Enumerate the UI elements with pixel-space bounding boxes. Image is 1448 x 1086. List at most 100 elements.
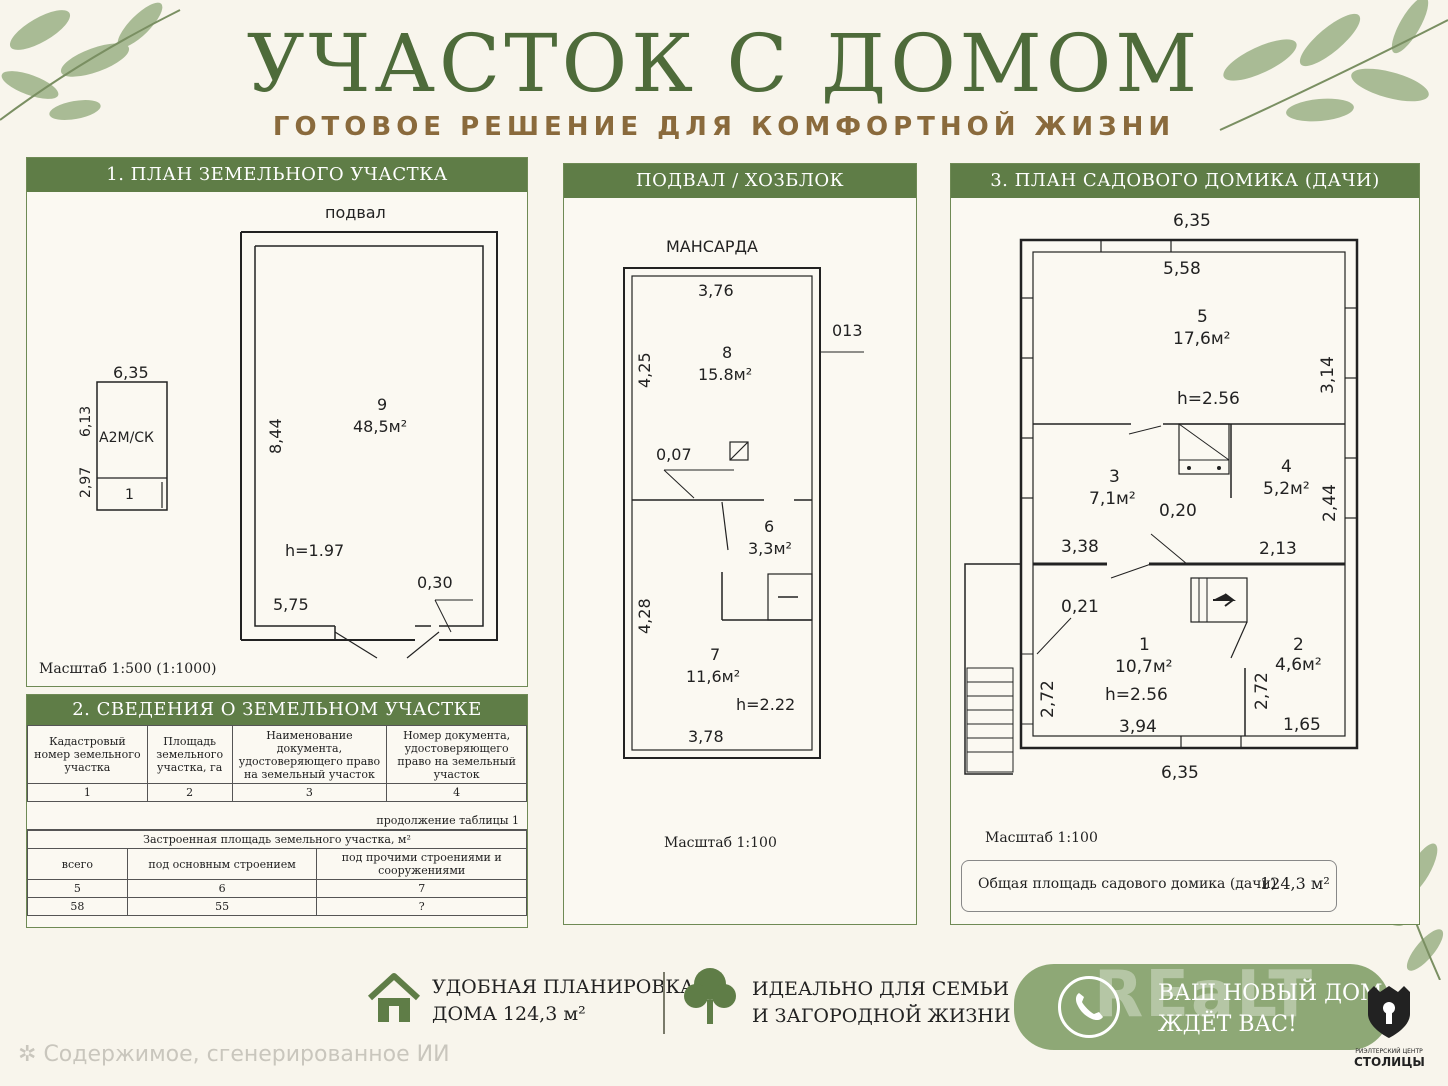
table-header-cadastral: Кадастровый номер земельного участка [27, 725, 148, 784]
basement-scale: Масштаб 1:100 [664, 835, 777, 851]
basement-height: h=1.97 [285, 541, 344, 560]
dim-013: 013 [832, 321, 863, 340]
leaves-right-decoration [1219, 0, 1448, 131]
feature-family-line2: И ЗАГОРОДНОЙ ЖИЗНИ [752, 1005, 1011, 1027]
built-area-header: Застроенная площадь земельного участка, … [27, 830, 527, 849]
room-2-area: 4,6м² [1275, 655, 1322, 675]
realtor-logo [1368, 986, 1410, 1038]
phone-icon [1075, 993, 1103, 1021]
basement-label: подвал [325, 203, 386, 222]
small-building-number: 1 [125, 487, 134, 503]
total-area-label: Общая площадь садового домика (дачи) [978, 876, 1277, 892]
top-inner-dim: 5,58 [1163, 259, 1201, 279]
table-cell: ? [316, 897, 527, 916]
logo-line2: СТОЛИЦЫ [1354, 1055, 1425, 1069]
page-subtitle: ГОТОВОЕ РЕШЕНИЕ ДЛЯ КОМФОРТНОЙ ЖИЗНИ [272, 112, 1176, 142]
room-1-number: 1 [1139, 635, 1150, 655]
watermark: REaLT [1094, 958, 1315, 1032]
table-header-area: Площадь земельного участка, га [146, 725, 233, 784]
table-cell: 6 [126, 879, 318, 898]
attic-label: МАНСАРДА [666, 237, 758, 256]
logo-line1: РИЭЛТЕРСКИЙ ЦЕНТР [1355, 1048, 1423, 1055]
house-drawing: 6,35 5,58 5 17,6м² 3,14 h=2.56 3 7,1м² 4… [964, 211, 1359, 783]
dim-007: 0,07 [656, 445, 692, 464]
land-plan-panel: 1. ПЛАН ЗЕМЕЛЬНОГО УЧАСТКА 6,35 6,13 2,9… [26, 157, 528, 687]
room-5-number: 5 [1197, 307, 1208, 327]
total-area-value: 124,3 м² [1260, 874, 1330, 893]
room-1-area: 10,7м² [1115, 657, 1173, 677]
top-outer-dim: 6,35 [1173, 211, 1211, 231]
bottom-dim: 6,35 [1161, 763, 1199, 783]
cta-line2: ЖДЁТ ВАС! [1158, 1012, 1297, 1037]
tree-icon [684, 968, 736, 1024]
table-cell: 4 [386, 783, 527, 802]
table-cell: 2 [146, 783, 233, 802]
cta-banner[interactable]: REaLT ВАШ НОВЫЙ ДОМ ЖДЁТ ВАС! [1014, 958, 1390, 1050]
page-title: УЧАСТОК С ДОМОМ [246, 17, 1202, 110]
room-6-area: 3,3м² [748, 539, 792, 558]
room-6-number: 6 [764, 517, 774, 536]
basement-panel-title: ПОДВАЛ / ХОЗБЛОК [564, 164, 916, 198]
height-top: h=2.56 [1177, 389, 1240, 409]
room-7-number: 7 [710, 645, 720, 664]
small-building-label: А2М/СК [99, 430, 154, 446]
room-7-area: 11,6м² [686, 667, 740, 686]
table-cell: 55 [126, 897, 318, 916]
feature-family-line1: ИДЕАЛЬНО ДЛЯ СЕМЬИ [752, 978, 1010, 1000]
dim-165: 1,65 [1283, 715, 1321, 735]
room-2-number: 2 [1293, 635, 1304, 655]
room-4-area: 5,2м² [1263, 479, 1310, 499]
land-info-table: Кадастровый номер земельного участка Пло… [27, 725, 527, 802]
house-icon [367, 973, 421, 1022]
table-cell: 7 [316, 879, 527, 898]
room-9-area: 48,5м² [353, 417, 407, 436]
basement-panel: ПОДВАЛ / ХОЗБЛОК МАНСАРДА 3,76 013 4,25 … [563, 163, 917, 925]
table-header-other: под прочими строениями и сооружениями [316, 848, 527, 880]
phone-button[interactable] [1058, 976, 1120, 1038]
right-mid-dim: 2,44 [1320, 484, 1340, 522]
table-header-document: Наименование документа, удостоверяющего … [231, 725, 388, 784]
basement-bottom-dim: 5,75 [273, 595, 309, 614]
room-5-area: 17,6м² [1173, 329, 1231, 349]
dim-020: 0,20 [1159, 501, 1197, 521]
dim-021: 0,21 [1061, 597, 1099, 617]
small-building-left-dim-2: 2,97 [78, 467, 94, 498]
feature-layout-line2: ДОМА 124,3 м² [432, 1003, 586, 1025]
land-plan-scale: Масштаб 1:500 (1:1000) [39, 661, 217, 677]
small-building-left-dim: 6,13 [78, 406, 94, 437]
table-header-total: всего [27, 848, 128, 880]
top-dim: 3,76 [698, 281, 734, 300]
room-3-area: 7,1м² [1089, 489, 1136, 509]
table-cell: 3 [231, 783, 388, 802]
room-9-number: 9 [377, 395, 387, 414]
land-plan-title: 1. ПЛАН ЗЕМЕЛЬНОГО УЧАСТКА [27, 158, 527, 192]
table-cell: 5 [27, 879, 128, 898]
left-bottom-dim: 2,72 [1038, 680, 1058, 718]
table-header-main: под основным строением [126, 848, 318, 880]
logo-text: РИЭЛТЕРСКИЙ ЦЕНТР СТОЛИЦЫ [1354, 1048, 1425, 1069]
small-building-top-dim: 6,35 [113, 363, 149, 382]
left-bottom-dim: 4,28 [635, 598, 654, 634]
room-4-number: 4 [1281, 457, 1292, 477]
dim-213: 2,13 [1259, 539, 1297, 559]
total-area-box: Общая площадь садового домика (дачи) 124… [961, 860, 1337, 912]
right-top-dim: 3,14 [1318, 356, 1338, 394]
mid-bottom-dim: 2,72 [1252, 672, 1272, 710]
height-bottom: h=2.56 [1105, 685, 1168, 705]
room-8-number: 8 [722, 343, 732, 362]
leaves-left-decoration [0, 2, 181, 121]
land-info-title: 2. СВЕДЕНИЯ О ЗЕМЕЛЬНОМ УЧАСТКЕ [27, 695, 527, 725]
room-8-area: 15.8м² [698, 365, 752, 384]
house-scale: Масштаб 1:100 [985, 830, 1098, 846]
table-cell: 1 [27, 783, 148, 802]
feature-layout: УДОБНАЯ ПЛАНИРОВКА ДОМА 124,3 м² [432, 974, 694, 1028]
bottom-dim: 3,78 [688, 727, 724, 746]
basement-drawing: МАНСАРДА 3,76 013 4,25 8 15.8м² 0,07 6 3… [623, 237, 864, 759]
feature-layout-line1: УДОБНАЯ ПЛАНИРОВКА [432, 976, 695, 998]
ai-generated-note: ✲ Содержимое, сгенерированное ИИ [18, 1042, 450, 1067]
house-panel: 3. ПЛАН САДОВОГО ДОМИКА (ДАЧИ) [950, 163, 1420, 925]
sparkle-icon: ✲ [18, 1042, 37, 1067]
built-area-table: Застроенная площадь земельного участка, … [27, 830, 527, 916]
cta-line1: ВАШ НОВЫЙ ДОМ [1158, 981, 1383, 1006]
basement-height: h=2.22 [736, 695, 795, 714]
